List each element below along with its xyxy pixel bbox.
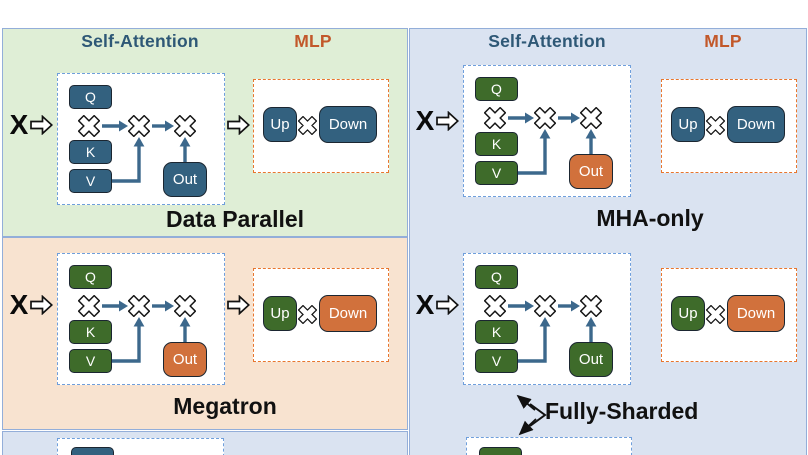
multiply-icon xyxy=(580,295,602,317)
up-box: Up xyxy=(671,107,705,142)
hollow-arrow-icon xyxy=(436,111,459,131)
caption-mha-only: MHA-only xyxy=(596,205,704,231)
input-x-data-parallel: X xyxy=(9,109,29,140)
caption-fully-sharded: Fully-Sharded xyxy=(545,398,699,424)
out-box: Out xyxy=(163,342,207,377)
header-self-attention-right: Self-Attention xyxy=(488,31,606,51)
q-label: Q xyxy=(491,81,502,97)
down-label: Down xyxy=(328,305,368,322)
out-label: Out xyxy=(578,351,604,368)
q-label: Q xyxy=(85,269,96,285)
hollow-arrow-icon xyxy=(30,295,53,315)
hollow-arrow-icon xyxy=(227,115,250,135)
caption-megatron: Megatron xyxy=(173,393,277,419)
multiply-icon xyxy=(78,115,100,137)
multiply-icon xyxy=(78,295,100,317)
v-box: V xyxy=(475,349,518,373)
mlp-block-data-parallel: Up Down xyxy=(253,79,389,173)
out-label: Out xyxy=(172,171,198,188)
attention-block-data-parallel: Q K V Out xyxy=(57,73,225,205)
multiply-icon xyxy=(128,295,150,317)
hollow-arrow-icon xyxy=(436,295,459,315)
down-box: Down xyxy=(727,106,785,143)
k-label: K xyxy=(491,324,502,340)
multiply-icon xyxy=(128,115,150,137)
up-box: Up xyxy=(263,296,297,331)
down-box: Down xyxy=(319,295,377,332)
up-box: Up xyxy=(263,107,297,142)
v-label: V xyxy=(491,353,502,369)
header-self-attention-left: Self-Attention xyxy=(81,31,199,51)
multiply-icon xyxy=(298,305,317,324)
out-label: Out xyxy=(172,351,198,368)
k-label: K xyxy=(85,324,96,340)
v-box: V xyxy=(475,161,518,185)
mlp-block-fully-sharded: Up Down xyxy=(661,268,797,362)
up-label: Up xyxy=(678,116,698,133)
header-mlp-right: MLP xyxy=(704,31,742,51)
multiply-icon xyxy=(174,295,196,317)
fully-sharded-pointer-arrows-icon xyxy=(516,394,547,436)
v-label: V xyxy=(85,173,96,189)
down-box: Down xyxy=(727,295,785,332)
multiply-icon xyxy=(534,107,556,129)
input-x-megatron: X xyxy=(9,289,29,320)
caption-data-parallel: Data Parallel xyxy=(165,206,305,232)
down-box: Down xyxy=(319,106,377,143)
multiply-icon xyxy=(174,115,196,137)
v-box: V xyxy=(69,349,112,373)
multiply-icon xyxy=(706,116,725,135)
down-label: Down xyxy=(328,116,368,133)
input-x-mha-only: X xyxy=(415,105,435,136)
multiply-icon xyxy=(298,116,317,135)
attention-block-fully-sharded: Q K V Out xyxy=(463,253,631,385)
mlp-block-megatron: Up Down xyxy=(253,268,389,362)
q-box: Q xyxy=(475,265,518,289)
multiply-icon xyxy=(580,107,602,129)
multiply-icon xyxy=(706,305,725,324)
hollow-arrow-icon xyxy=(30,115,53,135)
out-box: Out xyxy=(569,342,613,377)
q-box xyxy=(71,447,114,455)
up-label: Up xyxy=(270,305,290,322)
up-label: Up xyxy=(270,116,290,133)
multiply-icon xyxy=(484,295,506,317)
up-label: Up xyxy=(678,305,698,322)
k-label: K xyxy=(85,144,96,160)
out-box: Out xyxy=(163,162,207,197)
mlp-block-mha-only: Up Down xyxy=(661,79,797,173)
q-box: Q xyxy=(475,77,518,101)
q-box: Q xyxy=(69,85,112,109)
attention-block-mha-only: Q K V Out xyxy=(463,65,631,197)
k-box: K xyxy=(69,320,112,344)
multiply-icon xyxy=(484,107,506,129)
attention-block-stub-left xyxy=(57,438,224,455)
hollow-arrow-icon xyxy=(227,295,250,315)
q-label: Q xyxy=(491,269,502,285)
up-box: Up xyxy=(671,296,705,331)
q-box xyxy=(479,447,522,455)
attention-block-stub-right xyxy=(466,437,632,455)
down-label: Down xyxy=(736,305,776,322)
k-label: K xyxy=(491,136,502,152)
v-box: V xyxy=(69,169,112,193)
q-label: Q xyxy=(85,89,96,105)
attention-block-megatron: Q K V Out xyxy=(57,253,225,385)
q-box: Q xyxy=(69,265,112,289)
multiply-icon xyxy=(534,295,556,317)
v-label: V xyxy=(85,353,96,369)
input-x-fully-sharded: X xyxy=(415,289,435,320)
header-mlp-left: MLP xyxy=(294,31,332,51)
v-label: V xyxy=(491,165,502,181)
k-box: K xyxy=(475,132,518,156)
out-label: Out xyxy=(578,163,604,180)
down-label: Down xyxy=(736,116,776,133)
k-box: K xyxy=(69,140,112,164)
out-box: Out xyxy=(569,154,613,189)
k-box: K xyxy=(475,320,518,344)
